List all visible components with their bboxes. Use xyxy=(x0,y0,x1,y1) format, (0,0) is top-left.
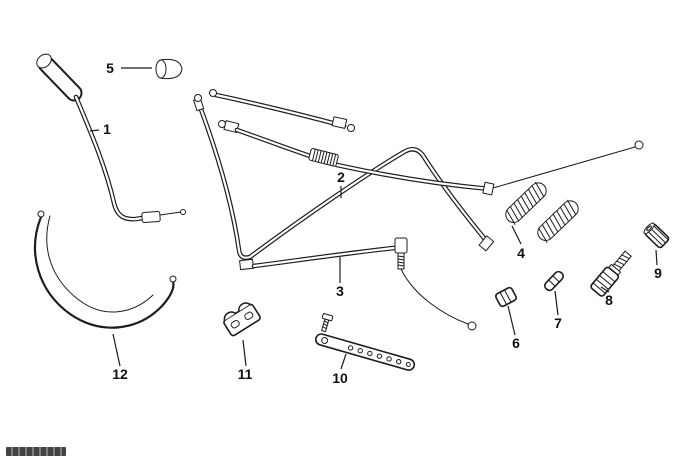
part-label-8: 8 xyxy=(605,292,613,308)
part-label-5: 5 xyxy=(106,60,114,76)
part-10-bracket-strip-drawing xyxy=(314,313,416,371)
part-label-11: 11 xyxy=(237,366,253,382)
leader-lines xyxy=(89,67,658,370)
part-1-grip-cable-drawing xyxy=(36,53,186,223)
part-label-6: 6 xyxy=(512,335,520,351)
part-3-cable-drawing xyxy=(239,237,477,331)
part-label-9: 9 xyxy=(654,265,662,281)
leader-line-12 xyxy=(112,333,121,367)
cable-loop-drawing xyxy=(193,94,495,260)
leader-line-11 xyxy=(242,339,247,367)
part-11-clamp-drawing xyxy=(223,302,261,337)
part-5-cap-drawing xyxy=(155,58,183,80)
leader-line-1 xyxy=(89,129,100,132)
part-2-cable-drawing xyxy=(218,120,644,196)
part-6-barrel-drawing xyxy=(495,286,517,308)
leader-line-4 xyxy=(511,225,522,245)
part-9-knurled-nut-drawing xyxy=(643,222,670,249)
part-label-1: 1 xyxy=(103,121,111,137)
watermark xyxy=(6,447,66,456)
leader-line-7 xyxy=(554,290,559,316)
part-7-sleeve-drawing xyxy=(543,270,565,292)
part-12-wire-loop-drawing xyxy=(33,210,177,329)
leader-line-9 xyxy=(655,249,658,266)
cable-short-top-drawing xyxy=(209,89,355,132)
leader-line-6 xyxy=(507,305,516,336)
part-4-springs-drawing xyxy=(505,181,579,243)
leader-line-10 xyxy=(340,353,347,370)
part-label-12: 12 xyxy=(112,366,128,382)
part-label-3: 3 xyxy=(336,283,344,299)
part-8-adjuster-screw-drawing xyxy=(590,250,632,297)
leader-line-8 xyxy=(600,286,610,293)
part-label-7: 7 xyxy=(554,315,562,331)
part-label-4: 4 xyxy=(517,245,525,261)
part-label-2: 2 xyxy=(337,169,345,185)
part-label-10: 10 xyxy=(332,370,348,386)
